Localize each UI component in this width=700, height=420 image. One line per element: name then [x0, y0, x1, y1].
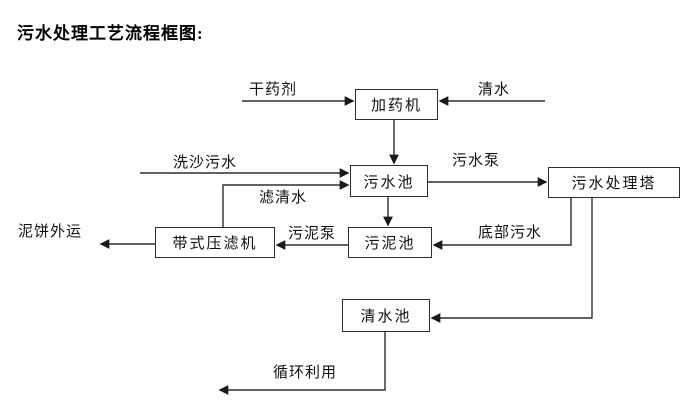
node-sewage-pool: 污水池	[350, 165, 428, 197]
label-mud-cake-out: 泥饼外运	[18, 224, 83, 240]
label-clean-water: 清水	[478, 82, 511, 98]
arrow-treatment-tower-to-clean-water-pool	[430, 198, 593, 323]
arrow-filtered-water-to-sewage-pool	[222, 180, 350, 227]
node-treatment-tower: 污水处理塔	[548, 167, 680, 198]
node-belt-filter-press: 带式压滤机	[155, 227, 275, 258]
arrow-bottom-sewage-to-sludge-pool	[432, 198, 572, 250]
label-sewage-pump: 污水泵	[452, 153, 501, 169]
label-dry-chemical: 干药剂	[249, 82, 298, 98]
diagram-title: 污水处理工艺流程框图:	[17, 24, 204, 43]
node-clean-water-pool: 清水池	[342, 299, 430, 332]
label-recycle-use: 循环利用	[273, 365, 338, 381]
arrow-clean-water-pool-to-recycle	[218, 332, 386, 395]
node-dosing-machine: 加药机	[355, 89, 438, 120]
label-sand-washing-sewage: 洗沙污水	[170, 155, 241, 171]
label-bottom-sewage: 底部污水	[478, 225, 543, 241]
node-sludge-pool: 污泥池	[348, 227, 432, 258]
label-filtered-water: 滤清水	[259, 190, 308, 206]
label-sludge-pump: 污泥泵	[288, 226, 337, 242]
